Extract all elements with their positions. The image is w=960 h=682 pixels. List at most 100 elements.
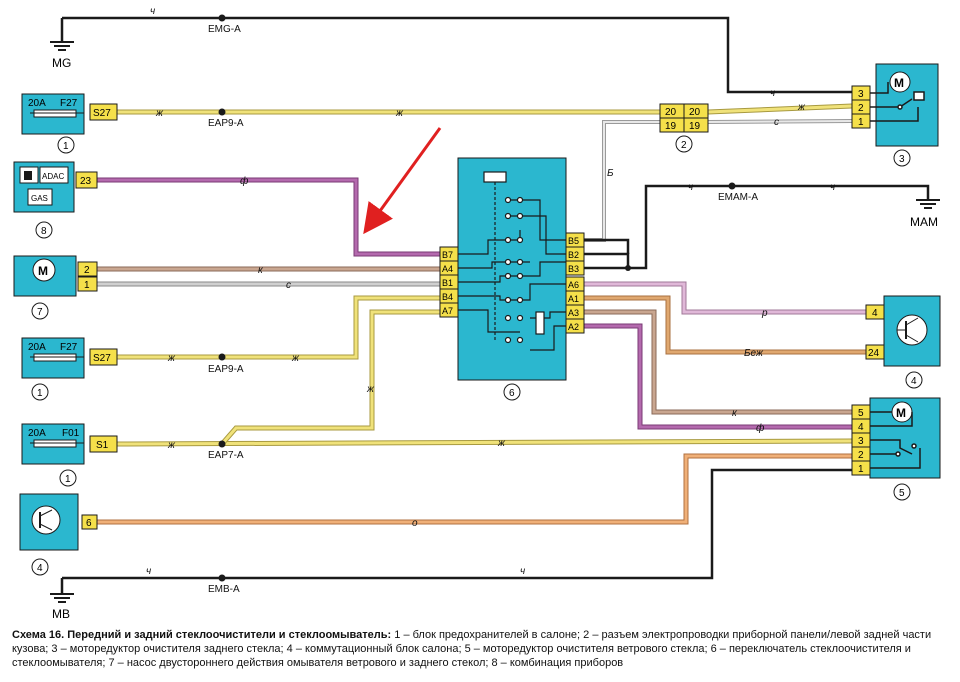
wire-yellow-mid: [117, 295, 440, 360]
figure-caption: Схема 16. Передний и задний стеклоочисти…: [12, 628, 948, 670]
splice-label-eap9-top: EAP9-A: [208, 118, 244, 129]
fuse-top-pin: S27: [93, 108, 111, 119]
fuse-mid-pin: S27: [93, 353, 111, 364]
splice-emam: [728, 182, 736, 190]
front-motor-pin-5: 5: [858, 408, 864, 419]
rear-motor-pin-2: 2: [858, 103, 864, 114]
wire-letter-o: о: [412, 518, 418, 529]
switch-pin-a1: A1: [568, 294, 579, 304]
switch-pin-b3: B3: [568, 264, 579, 274]
switch-pin-b7: B7: [442, 250, 453, 260]
splice-label-emam: EMAM-A: [718, 192, 758, 203]
fuse-mid-number: 1: [37, 388, 43, 399]
front-motor-label: M: [896, 406, 906, 420]
front-motor-pin-1: 1: [858, 464, 864, 475]
wire-letter-zh-top1: ж: [155, 108, 164, 119]
wire-letter-zh-motor3: ж: [797, 102, 806, 113]
wire-letter-f-dash: ф: [240, 175, 249, 187]
splice-emg: [218, 14, 226, 22]
wire-orange-relay: [97, 453, 852, 525]
wire-pink-a6: [584, 281, 866, 315]
front-wiper-motor: 5 4 3 2 1 M 5: [851, 397, 941, 501]
instrument-cluster: ADAC GAS 23 8: [13, 161, 98, 239]
wire-letter-zh-low1: ж: [167, 440, 176, 451]
switch-pin-b5: B5: [568, 236, 579, 246]
wire-brown-a3: [584, 309, 852, 415]
switch-pin-a7: A7: [442, 306, 453, 316]
wire-ground-mb: [60, 468, 852, 594]
switch-pin-a6: A6: [568, 280, 579, 290]
wire-violet-a2: [584, 323, 852, 430]
wire-yellow-low: [116, 309, 853, 447]
switch-pin-a2: A2: [568, 322, 579, 332]
wire-letter-f-front: ф: [756, 422, 765, 434]
wiper-switch: B7 A4 B1 B4 A7 B5 B2 B3 A6 A1 A3 A2: [439, 157, 585, 401]
fuse-block-mid: 20A F27 S27 1: [21, 337, 118, 401]
relay-block-low: 6 4: [19, 493, 98, 576]
dashboard-gas: GAS: [31, 194, 48, 203]
wire-letter-ch-motor3: ч: [770, 88, 775, 99]
wire-letter-s-pump: с: [286, 280, 291, 291]
relay-number: 4: [911, 376, 917, 387]
transistor-icon: [31, 505, 61, 535]
wire-black-mam: [584, 184, 930, 270]
fuse-low-pin: S1: [96, 440, 109, 451]
relay-pin-4: 4: [872, 308, 878, 319]
splice-eap9-top: [218, 108, 226, 116]
red-arrow-icon: [363, 127, 442, 235]
connector-number: 2: [681, 140, 687, 151]
splice-label-eap7: EAP7-A: [208, 450, 244, 461]
dashboard-pin: 23: [80, 176, 92, 187]
ground-mg-label: MG: [52, 56, 71, 70]
caption-text: 1 – блок предохранителей в салоне; 2 – р…: [12, 629, 932, 669]
ground-mam-icon: [916, 199, 940, 209]
switch-pin-b2: B2: [568, 250, 579, 260]
wire-letter-zh-mid2: ж: [291, 353, 300, 364]
wire-letter-ch-mam1: ч: [688, 182, 693, 193]
rear-wiper-motor: 3 2 1 M 3: [851, 63, 939, 167]
wire-letter-zh-top2: ж: [395, 108, 404, 119]
fuse-mid-rating: 20A: [28, 342, 46, 353]
pump-pin-1: 1: [84, 280, 90, 291]
fuse-top-number: 1: [63, 141, 69, 152]
wire-yellow-top: [117, 103, 853, 115]
rear-motor-number: 3: [899, 154, 905, 165]
fuse-mid-name: F27: [60, 342, 78, 353]
fuse-block-top: 20A F27 S27 1: [21, 93, 118, 154]
connector-pin-right-20: 20: [689, 107, 701, 118]
pump-number: 7: [37, 307, 43, 318]
splice-eap9-mid: [218, 353, 226, 361]
relay-low-number: 4: [37, 563, 43, 574]
wire-letter-bezh: Беж: [744, 348, 764, 359]
splice-label-eap9-mid: EAP9-A: [208, 364, 244, 375]
ground-mb-icon: [50, 593, 74, 603]
wire-letter-k-pump: к: [258, 265, 264, 276]
wire-letter-zh-mid1: ж: [167, 353, 176, 364]
splice-label-emb: EMB-A: [208, 584, 240, 595]
front-motor-pin-4: 4: [858, 422, 864, 433]
wire-ground-mg: [60, 16, 852, 94]
front-motor-pin-3: 3: [858, 436, 864, 447]
wire-letter-ch-mb1: ч: [146, 566, 151, 577]
connector-pin-right-19: 19: [689, 121, 701, 132]
switch-pin-a3: A3: [568, 308, 579, 318]
harness-connector: 20 19 20 19 2: [659, 103, 709, 153]
rear-motor-pin-1: 1: [858, 117, 864, 128]
fuse-low-rating: 20A: [28, 428, 46, 439]
wire-violet-dashboard: [97, 177, 440, 257]
fuse-low-number: 1: [65, 474, 71, 485]
relay-pin-24: 24: [868, 348, 880, 359]
wire-letter-s-motor3: с: [774, 117, 779, 128]
splice-eap7: [218, 440, 226, 448]
relay-low-pin: 6: [86, 518, 92, 529]
ground-mg-icon: [50, 41, 74, 51]
front-motor-number: 5: [899, 488, 905, 499]
wire-white-connector: [584, 119, 853, 242]
fuse-block-low: 20A F01 S1 1: [21, 423, 118, 487]
pump-motor: M: [38, 264, 48, 278]
splice-emb: [218, 574, 226, 582]
switch-pin-a4: A4: [442, 264, 453, 274]
ground-mam-label: MAM: [910, 215, 938, 229]
wire-letter-ch-mb2: ч: [520, 566, 525, 577]
